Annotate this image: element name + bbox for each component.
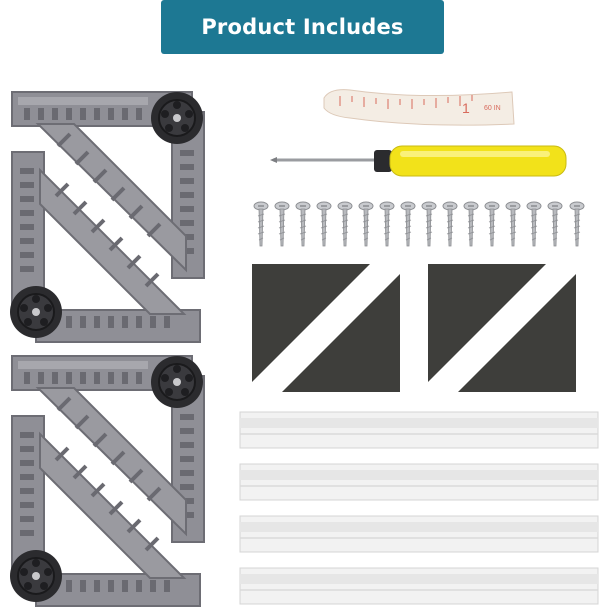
- measuring-tape: 1 60 IN: [323, 89, 515, 126]
- tape-mark-60in: 60 IN: [484, 105, 501, 112]
- corner-bracket-set-top: [8, 90, 206, 344]
- connecting-rail-3: [239, 515, 599, 553]
- product-includes-banner: Product Includes: [161, 0, 444, 54]
- anti-slip-pad-left: [252, 264, 400, 392]
- anti-slip-pad-right: [428, 264, 576, 392]
- screwdriver: [270, 145, 567, 177]
- connecting-rail-4: [239, 567, 599, 605]
- connecting-rail-1: [239, 411, 599, 449]
- connecting-rail-2: [239, 463, 599, 501]
- corner-bracket-set-bottom: [8, 354, 206, 608]
- banner-title: Product Includes: [201, 15, 404, 39]
- screw-set: [253, 201, 585, 247]
- tape-mark-1: 1: [462, 100, 470, 116]
